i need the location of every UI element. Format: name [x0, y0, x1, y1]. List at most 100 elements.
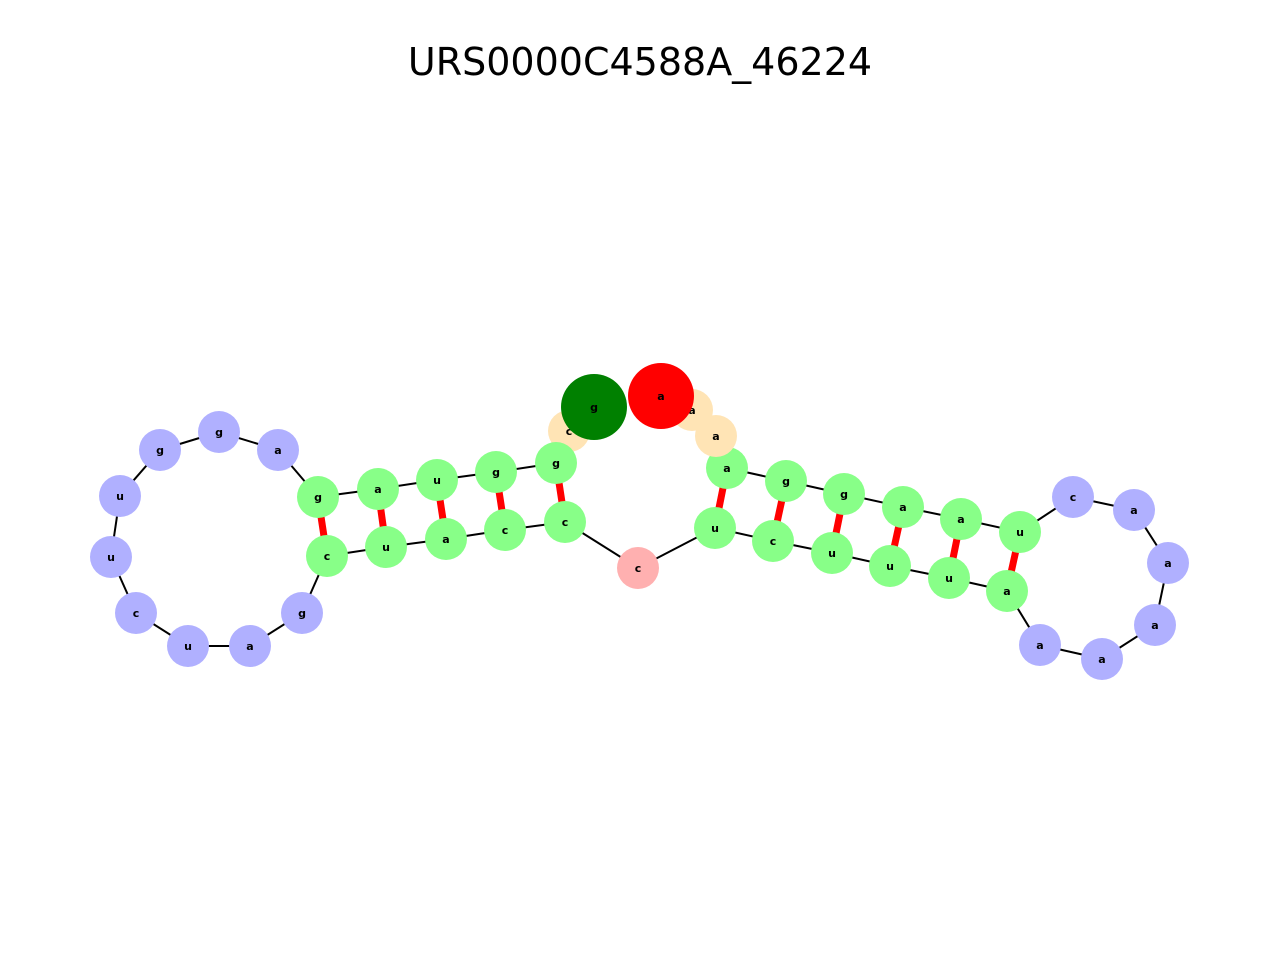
nucleotide-circle	[198, 411, 240, 453]
nucleotide-circle	[535, 442, 577, 484]
nucleotide-label: a	[1164, 557, 1171, 570]
nucleotide-10: g	[139, 429, 181, 471]
nucleotide-label: a	[1130, 504, 1137, 517]
nucleotide-39: g	[765, 460, 807, 502]
nucleotide-circle	[869, 545, 911, 587]
nucleotide-circle	[940, 498, 982, 540]
nucleotide-circle	[281, 592, 323, 634]
nucleotide-circle	[1113, 489, 1155, 531]
nucleotide-circle	[484, 509, 526, 551]
nucleotide-label: g	[840, 488, 848, 501]
nucleotide-circle	[257, 429, 299, 471]
nucleotide-8: a	[257, 429, 299, 471]
nucleotide-circle	[694, 507, 736, 549]
nucleotide-15: a	[229, 625, 271, 667]
nucleotide-label: a	[374, 483, 381, 496]
nucleotide-label: a	[1003, 585, 1010, 598]
nucleotide-label: a	[1098, 653, 1105, 666]
nucleotide-circle	[999, 511, 1041, 553]
nucleotide-1: g	[561, 374, 627, 440]
nucleotide-label: u	[107, 551, 115, 564]
nucleotide-3: g	[535, 442, 577, 484]
nucleotide-32: a	[1147, 542, 1189, 584]
nucleotide-20: c	[484, 509, 526, 551]
nucleotide-35: u	[999, 511, 1041, 553]
nucleotide-22: c	[617, 547, 659, 589]
nucleotide-circle	[1134, 604, 1176, 646]
nucleotide-circle	[475, 451, 517, 493]
nucleotide-label: a	[688, 404, 695, 417]
nucleotide-label: g	[215, 426, 223, 439]
nucleotide-circle	[617, 547, 659, 589]
nucleotide-17: c	[306, 535, 348, 577]
nucleotide-7: g	[297, 476, 339, 518]
nucleotide-label: g	[492, 466, 500, 479]
nucleotide-circle	[306, 535, 348, 577]
nucleotide-circle	[365, 526, 407, 568]
nucleotide-label: a	[957, 513, 964, 526]
nucleotide-21: c	[544, 501, 586, 543]
nucleotide-circle	[357, 468, 399, 510]
nucleotide-5: u	[416, 459, 458, 501]
nucleotide-label: u	[828, 547, 836, 560]
nucleotide-12: u	[90, 536, 132, 578]
nucleotide-label: u	[184, 640, 192, 653]
nucleotide-circle	[752, 520, 794, 562]
nucleotide-label: u	[945, 572, 953, 585]
nucleotide-label: c	[324, 550, 331, 563]
nucleotide-label: g	[156, 444, 164, 457]
nucleotide-circle	[425, 518, 467, 560]
nucleotide-circle	[561, 374, 627, 440]
nucleotide-circle	[297, 476, 339, 518]
nucleotide-label: a	[274, 444, 281, 457]
nucleotide-circle	[986, 570, 1028, 612]
nucleotide-label: a	[246, 640, 253, 653]
nucleotide-circle	[628, 363, 694, 429]
nucleotide-label: c	[770, 535, 777, 548]
nucleotide-38: g	[823, 473, 865, 515]
nucleotide-28: a	[986, 570, 1028, 612]
nucleotide-circle	[90, 536, 132, 578]
nucleotide-43: a	[628, 363, 694, 429]
nucleotide-circle	[416, 459, 458, 501]
nucleotide-label: u	[433, 474, 441, 487]
nucleotide-31: a	[1134, 604, 1176, 646]
nucleotide-4: g	[475, 451, 517, 493]
nucleotide-25: u	[811, 532, 853, 574]
nucleotide-circle	[1019, 624, 1061, 666]
nucleotide-circle	[1147, 542, 1189, 584]
nucleotide-label: a	[657, 390, 664, 403]
nucleotide-label: a	[899, 501, 906, 514]
nucleotide-40: a	[706, 447, 748, 489]
nucleotide-circle	[706, 447, 748, 489]
nucleotide-16: g	[281, 592, 323, 634]
nucleotide-37: a	[882, 486, 924, 528]
nucleotide-label: c	[133, 607, 140, 620]
nucleotide-27: u	[928, 557, 970, 599]
nucleotide-36: a	[940, 498, 982, 540]
nucleotide-label: a	[723, 462, 730, 475]
nucleotide-9: g	[198, 411, 240, 453]
nucleotide-6: a	[357, 468, 399, 510]
nucleotide-33: a	[1113, 489, 1155, 531]
nucleotide-label: u	[116, 490, 124, 503]
nucleotide-circle	[139, 429, 181, 471]
nucleotide-label: u	[711, 522, 719, 535]
nucleotide-circle	[765, 460, 807, 502]
nucleotide-label: u	[886, 560, 894, 573]
nucleotide-label: c	[562, 516, 569, 529]
nucleotide-label: a	[1151, 619, 1158, 632]
nucleotide-26: u	[869, 545, 911, 587]
nucleotide-label: g	[590, 401, 598, 414]
nucleotide-label: a	[442, 533, 449, 546]
nucleotide-circle	[544, 501, 586, 543]
nucleotide-circle	[115, 592, 157, 634]
nucleotide-circle	[99, 475, 141, 517]
nucleotide-24: c	[752, 520, 794, 562]
nucleotide-34: c	[1052, 476, 1094, 518]
nucleotide-13: c	[115, 592, 157, 634]
nucleotide-circle	[928, 557, 970, 599]
nucleotide-circle	[811, 532, 853, 574]
nucleotide-11: u	[99, 475, 141, 517]
